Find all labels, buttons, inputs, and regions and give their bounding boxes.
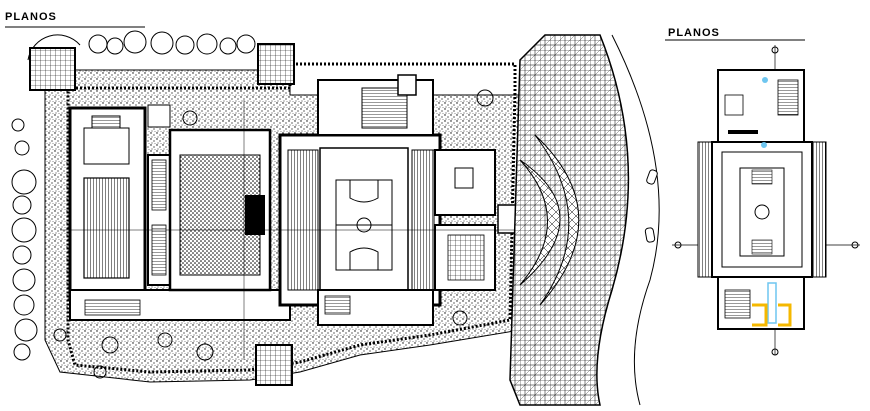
south-corridor-2 — [767, 282, 777, 324]
north-stairs — [777, 79, 799, 116]
entry-steps-right — [778, 303, 792, 327]
north-room-a — [724, 94, 744, 116]
north-counter — [728, 130, 758, 134]
bleachers-east — [411, 149, 435, 291]
tree-column-left — [11, 118, 38, 361]
court-key-south — [349, 247, 379, 270]
court-key-north — [349, 180, 379, 203]
court-2-key-n — [751, 169, 773, 185]
tree-row-top — [88, 30, 256, 55]
marker-blue-1 — [762, 77, 768, 83]
axis-marker-s — [771, 348, 779, 356]
axis-marker-n — [771, 46, 779, 54]
plaza-feature — [519, 159, 561, 286]
service-room — [147, 104, 171, 128]
swimming-pool — [83, 177, 130, 279]
east-room-a-fixture — [454, 167, 474, 189]
axis-marker-w — [674, 241, 682, 249]
south-rooms-2 — [724, 289, 751, 319]
court-2-key-s — [751, 239, 773, 255]
entry-steps-left — [752, 303, 768, 327]
corner-kiosk-s — [255, 344, 293, 386]
courtyard-pavilion — [245, 195, 265, 235]
car-2 — [644, 227, 656, 243]
lockers-a — [151, 159, 167, 211]
pool-house — [83, 127, 130, 165]
south-room-fixtures — [324, 295, 351, 315]
floor-plan — [665, 39, 860, 356]
restrooms — [361, 87, 408, 129]
corner-kiosk-nw — [29, 47, 76, 91]
drawing-title-site: PLANOS — [5, 11, 57, 23]
shrubs — [53, 89, 494, 379]
axis-marker-e — [851, 241, 859, 249]
plaza-arc-paving — [534, 134, 580, 306]
bleachers-right — [811, 141, 827, 278]
marker-blue-2 — [761, 142, 767, 148]
corner-kiosk-ne — [257, 43, 295, 85]
cafeteria-seating — [447, 234, 485, 281]
lockers-b — [151, 224, 167, 276]
site-plan — [5, 26, 541, 386]
stair-core — [397, 74, 417, 96]
bleachers-left — [697, 141, 713, 278]
south-rooms — [84, 299, 141, 316]
court-center-circle — [356, 217, 372, 233]
equipment-room — [91, 115, 121, 129]
car-1 — [646, 169, 658, 185]
road-edge — [611, 34, 660, 406]
bleachers-west — [287, 149, 319, 291]
court-2-circle — [754, 204, 770, 220]
drawing-title-floor: PLANOS — [668, 27, 720, 39]
